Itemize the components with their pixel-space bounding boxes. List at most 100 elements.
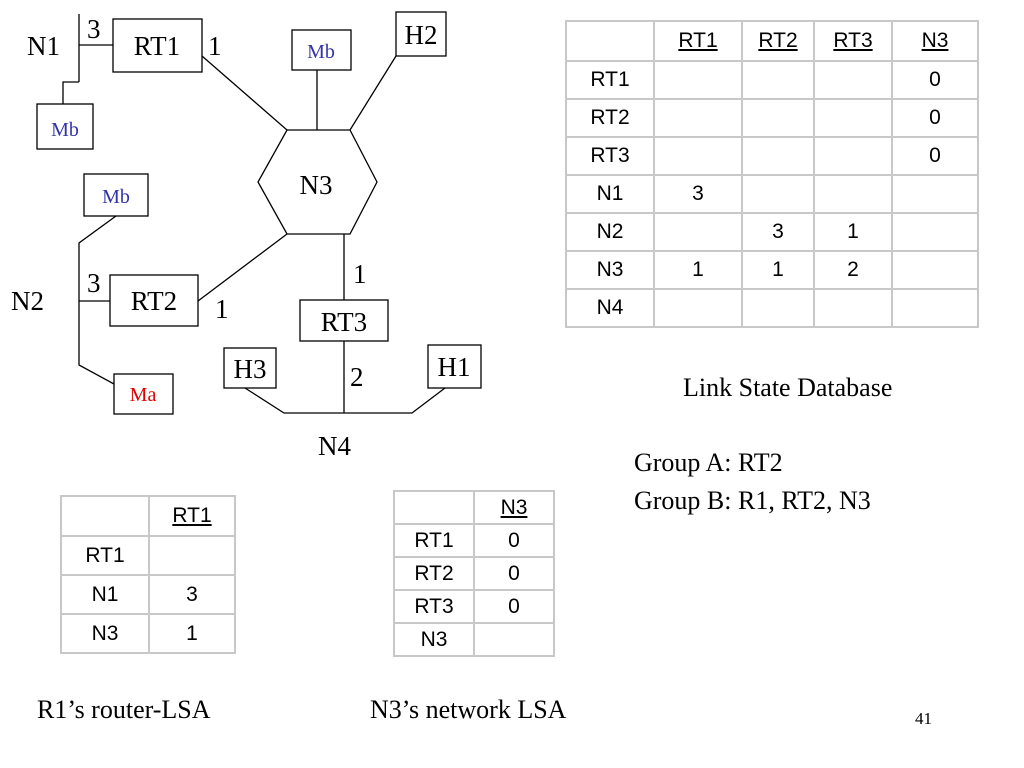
rt2-label: RT2 bbox=[131, 286, 177, 316]
n2-label: N2 bbox=[11, 286, 44, 316]
network-lsa-caption: N3’s network LSA bbox=[370, 695, 567, 724]
mb-n3-box bbox=[291, 29, 352, 71]
lsdb-cell bbox=[891, 174, 979, 214]
router-lsa-row-label: RT1 bbox=[60, 535, 150, 576]
lsdb-row-label: N2 bbox=[565, 212, 655, 252]
h3-box bbox=[223, 347, 277, 389]
lsdb-cell bbox=[653, 136, 743, 176]
lsdb-cell bbox=[813, 60, 893, 100]
group-b-text: Group B: R1, RT2, N3 bbox=[634, 486, 871, 515]
rt2-n3-link bbox=[197, 233, 288, 302]
mb-n1-link bbox=[62, 81, 79, 104]
page-number: 41 bbox=[915, 709, 932, 728]
mb-n2-label: Mb bbox=[102, 186, 130, 208]
group-a-text: Group A: RT2 bbox=[634, 448, 783, 477]
lsdb-column-header: RT3 bbox=[813, 20, 893, 62]
cost-rt2-n2: 3 bbox=[87, 268, 101, 298]
router-lsa-row: RT1 bbox=[60, 535, 236, 576]
lsdb-cell bbox=[741, 174, 815, 214]
lsdb-row-label: N1 bbox=[565, 174, 655, 214]
n4-label: N4 bbox=[318, 431, 351, 461]
rt1-n3-link bbox=[201, 55, 288, 131]
router-lsa-column-header bbox=[60, 495, 150, 537]
lsdb-cell: 1 bbox=[741, 250, 815, 290]
n2-network-line bbox=[78, 215, 117, 385]
rt1-box bbox=[112, 18, 203, 73]
lsdb-cell bbox=[891, 212, 979, 252]
h2-label: H2 bbox=[405, 20, 438, 50]
cost-rt2-n3: 1 bbox=[215, 294, 229, 324]
network-lsa-row-label: RT3 bbox=[393, 589, 475, 624]
link-lines bbox=[62, 14, 446, 414]
network-lsa-cell bbox=[473, 622, 555, 657]
lsdb-cell bbox=[741, 288, 815, 328]
n3-label: N3 bbox=[300, 170, 333, 200]
lsdb-column-header: RT1 bbox=[653, 20, 743, 62]
mb-n1-box bbox=[36, 103, 94, 150]
network-lsa-column-header bbox=[393, 490, 475, 525]
router-lsa-row-label: N3 bbox=[60, 613, 150, 654]
router-lsa-column-header: RT1 bbox=[148, 495, 236, 537]
cost-rt3-n4: 2 bbox=[350, 362, 364, 392]
lsdb-cell bbox=[653, 60, 743, 100]
router-lsa-cell: 1 bbox=[148, 613, 236, 654]
router-lsa-row-label: N1 bbox=[60, 574, 150, 615]
network-lsa-cell: 0 bbox=[473, 556, 555, 591]
lsdb-cell bbox=[653, 212, 743, 252]
n4-network-line bbox=[244, 387, 446, 414]
lsdb-cell bbox=[741, 136, 815, 176]
network-lsa-cell: 0 bbox=[473, 589, 555, 624]
ma-n2-label: Ma bbox=[130, 384, 157, 406]
router-lsa-caption: R1’s router-LSA bbox=[37, 695, 211, 724]
h1-box bbox=[427, 344, 482, 389]
network-lsa-row: N3 bbox=[393, 622, 555, 657]
network-lsa-row-label: RT2 bbox=[393, 556, 475, 591]
lsdb-cell bbox=[653, 288, 743, 328]
lsdb-cell bbox=[653, 98, 743, 138]
h3-label: H3 bbox=[234, 354, 267, 384]
lsdb-cell bbox=[891, 250, 979, 290]
lsdb-cell bbox=[891, 288, 979, 328]
lsdb-column-header: N3 bbox=[891, 20, 979, 62]
cost-rt1-n1: 3 bbox=[87, 14, 101, 44]
lsdb-cell: 3 bbox=[741, 212, 815, 252]
lsdb-cell: 3 bbox=[653, 174, 743, 214]
h2-n3-link bbox=[349, 55, 397, 131]
lsdb-column-header: RT2 bbox=[741, 20, 815, 62]
lsdb-cell: 1 bbox=[653, 250, 743, 290]
network-lsa-column-header: N3 bbox=[473, 490, 555, 525]
n1-label: N1 bbox=[27, 31, 60, 61]
cost-rt3-n3: 1 bbox=[353, 259, 367, 289]
h2-box bbox=[395, 11, 447, 57]
rt3-box bbox=[299, 299, 389, 342]
lsdb-row-label: RT3 bbox=[565, 136, 655, 176]
lsdb-row: N4 bbox=[565, 288, 979, 328]
mb-n1-label: Mb bbox=[51, 119, 79, 141]
router-lsa-cell bbox=[148, 535, 236, 576]
mb-n3-label: Mb bbox=[307, 41, 335, 63]
cost-rt1-n3: 1 bbox=[208, 31, 222, 61]
rt2-box bbox=[109, 274, 199, 327]
lsdb-cell bbox=[813, 174, 893, 214]
network-lsa-row-label: RT1 bbox=[393, 523, 475, 558]
lsdb-cell bbox=[813, 98, 893, 138]
mb-n2-box bbox=[83, 173, 149, 217]
lsdb-row-label: N4 bbox=[565, 288, 655, 328]
lsdb-cell bbox=[741, 60, 815, 100]
ma-n2-box bbox=[113, 373, 174, 415]
network-lsa-cell: 0 bbox=[473, 523, 555, 558]
lsdb-row-label: N3 bbox=[565, 250, 655, 290]
